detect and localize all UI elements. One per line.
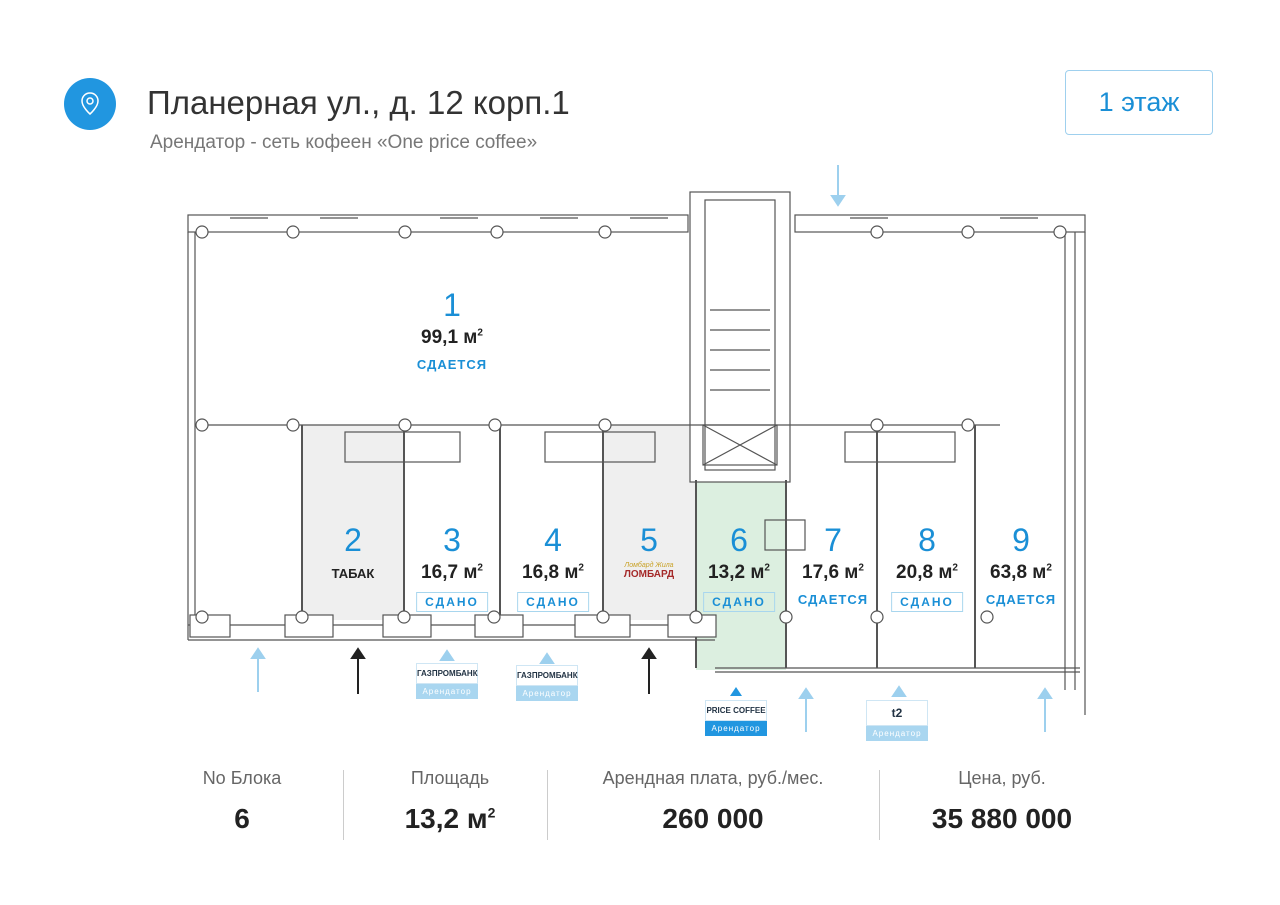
room-number: 8 [918,522,936,558]
tenant-badge-gazprombank: ГАЗПРОМБАНК Арендатор [416,663,478,699]
room-tenant: ЛОМБАРД [623,569,675,580]
room-status: СДАЕТСЯ [985,592,1057,607]
room-5[interactable]: 5 Ломбард Жила ЛОМБАРД [624,522,674,580]
divider [547,770,548,840]
room-area: 17,6 м2 [802,562,864,583]
room-area: 13,2 м2 [708,562,770,583]
room-area: 16,7 м2 [421,562,483,583]
tenant-caption: Арендатор [705,721,767,736]
room-number: 4 [544,522,562,558]
room-6-fill [696,480,786,670]
floor-plan [187,165,1086,732]
room-status: СДАЕТСЯ [416,357,488,372]
tenant-logo: PRICE COFFEE [705,700,767,721]
room-2-fill [303,425,403,620]
room-7[interactable]: 7 17,6 м2 СДАЕТСЯ [798,522,868,607]
room-3[interactable]: 3 16,7 м2 СДАНО [416,522,488,612]
room-area: 63,8 м2 [990,562,1052,583]
tenant-logo: ГАЗПРОМБАНК [416,663,478,684]
stat-label: Цена, руб. [958,768,1046,788]
room-8[interactable]: 8 20,8 м2 СДАНО [891,522,963,612]
tenant-caption: Арендатор [416,684,478,699]
stat-label: No Блока [202,768,282,788]
stat-label: Площадь [410,768,490,788]
room-4[interactable]: 4 16,8 м2 СДАНО [517,522,589,612]
room-number: 2 [344,522,362,558]
room-number: 1 [443,287,461,323]
stat-value: 35 880 000 [931,803,1073,834]
tenant-logo: t2 [866,700,928,726]
room-number: 3 [443,522,461,558]
room-area: 16,8 м2 [522,562,584,583]
tenant-badge-gazprombank: ГАЗПРОМБАНК Арендатор [516,665,578,701]
room-status: СДАНО [416,592,488,612]
tenant-caption: Арендатор [866,726,928,741]
room-area: 20,8 м2 [896,562,958,583]
floor-selector-button[interactable]: 1 этаж [1065,70,1213,135]
pawnshop-logo: Ломбард Жила [624,562,674,569]
address-title: Планерная ул., д. 12 корп.1 [147,84,570,121]
room-1[interactable]: 1 99,1 м2 СДАЕТСЯ [417,287,487,372]
room-number: 5 [640,522,658,558]
room-number: 6 [730,522,748,558]
room-status: СДАНО [891,592,963,612]
stat-value: 260 000 [662,803,764,834]
map-pin-icon [64,78,116,130]
divider [343,770,344,840]
stat-value: 13,2 м2 [404,803,496,834]
room-9[interactable]: 9 63,8 м2 СДАЕТСЯ [986,522,1056,607]
tenant-badge-t2: t2 Арендатор [866,700,928,741]
tenant-logo: ГАЗПРОМБАНК [516,665,578,686]
room-tenant: ТАБАК [331,566,375,581]
room-status: СДАНО [517,592,589,612]
room-area: 99,1 м2 [421,327,483,348]
entrance-arrow-icon [250,165,1053,732]
tenant-caption: Арендатор [516,686,578,701]
block-stats: No Блока 6 Площадь 13,2 м2 Арендная плат… [0,768,1280,848]
tenant-badge-price-coffee: PRICE COFFEE Арендатор [705,700,767,736]
tenant-subtitle: Арендатор - сеть кофеен «One price coffe… [150,132,538,153]
room-2[interactable]: 2 ТАБАК [332,522,375,581]
stat-area: Площадь 13,2 м2 [405,768,496,835]
room-status: СДАНО [703,592,775,612]
stat-value: 6 [234,803,250,834]
entrance-arrow-icon [350,647,657,694]
stat-block-number: No Блока 6 [203,768,282,835]
room-6[interactable]: 6 13,2 м2 СДАНО [703,522,775,612]
stat-price: Цена, руб. 35 880 000 [932,768,1072,835]
room-number: 9 [1012,522,1030,558]
stat-label: Арендная плата, руб./мес. [602,768,824,788]
room-number: 7 [824,522,842,558]
stat-rent: Арендная плата, руб./мес. 260 000 [603,768,824,835]
room-status: СДАЕТСЯ [797,592,869,607]
room-5-fill [604,425,696,620]
divider [879,770,880,840]
